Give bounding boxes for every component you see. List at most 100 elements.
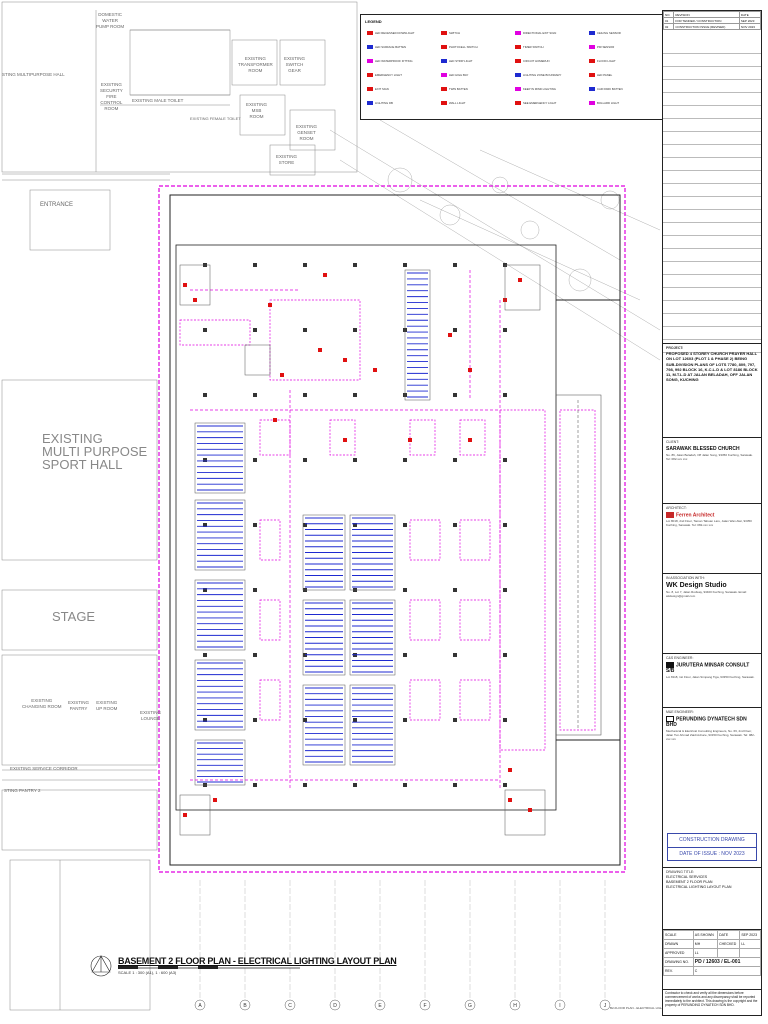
lighting-circuits [179, 270, 596, 790]
column [203, 393, 207, 397]
legend-symbol-icon [441, 59, 447, 64]
drawing-title-section: DRAWING TITLE: ELECTRICAL SERVICES BASEM… [663, 867, 761, 929]
circuit-path [409, 599, 441, 641]
column [353, 718, 357, 722]
column [253, 523, 257, 527]
legend-item: LED PANEL [589, 73, 612, 78]
column [503, 458, 507, 462]
column [353, 328, 357, 332]
blank-row [663, 106, 761, 119]
column [353, 393, 357, 397]
drawing-title-label: DRAWING TITLE: [666, 870, 695, 874]
parking-bays [194, 269, 431, 786]
revision-number: C [692, 966, 762, 976]
parking-block [404, 269, 431, 401]
circuit-path [259, 679, 281, 721]
legend-item: BOLLARD LIGHT [589, 101, 619, 106]
blank-row [663, 145, 761, 158]
legend-symbol-icon [441, 101, 447, 106]
project-section: PROJECT: PROPOSED 4 STOREY CHURCH PRAYER… [663, 343, 761, 433]
legend-label: PIR SENSOR [597, 45, 615, 49]
label-pump-room: DOMESTIC WATER PUMP ROOM [96, 12, 125, 29]
column [403, 523, 407, 527]
meta-cell: DATE [717, 930, 741, 940]
legend-item: SWITCH [441, 31, 460, 36]
legend-item: PIR SENSOR [589, 45, 615, 50]
blank-row [663, 340, 761, 353]
me-engineer-section: M&E ENGINEER: PERUNDING DYNATECH SDN BHD… [663, 707, 761, 833]
legend-symbol-icon [515, 73, 521, 78]
meta-cell: APPROVED [663, 948, 694, 958]
legend-symbol-icon [515, 45, 521, 50]
blank-row [663, 236, 761, 249]
column [253, 263, 257, 267]
legend-label: CAR PARK BATTEN [597, 87, 623, 91]
column [403, 263, 407, 267]
column [503, 328, 507, 332]
legend-item: LED HIGH BAY [441, 73, 468, 78]
gridline-bubble-icon [599, 999, 611, 1011]
blank-row [663, 223, 761, 236]
architect-logo-icon [666, 512, 674, 518]
column [353, 523, 357, 527]
column [253, 458, 257, 462]
label-store: EXISTING STORE [276, 154, 298, 165]
legend-label: TWIN BATTEN [449, 87, 468, 91]
legend-item: LIGHTING DB [367, 101, 393, 106]
drawing-title-line: BASEMENT 2 FLOOR PLAN [666, 880, 713, 884]
circuit-path [459, 419, 486, 456]
drawing-number: PD / 12603 / EL-001 [692, 957, 762, 967]
column [253, 588, 257, 592]
meta-cell: SCALE [663, 930, 694, 940]
legend-symbol-icon [441, 45, 447, 50]
circuit-path [259, 599, 281, 641]
legend-item: LIGHTING ZONE BOUNDARY [515, 73, 561, 78]
gridline-label: G [468, 1003, 472, 1009]
associate-address: No. 8, Lot 7, Jalan Rodway, 93400 Kuchin… [666, 590, 747, 598]
cs-engineer-name: JURUTERA MINSAR CONSULT S/B [666, 662, 750, 675]
legend-item: FLOOD LIGHT [589, 59, 616, 64]
drawing-notes: Contractor to check and verify all the d… [663, 989, 761, 1015]
gridline-bubble-icon [329, 999, 341, 1011]
emergency-light-icon [518, 278, 522, 282]
legend-label: CEILING SENSOR [597, 31, 621, 35]
sheet-footer: B2-FLOOR PLAN - ELECTRICAL LIGHTING LAYO… [610, 1006, 683, 1010]
legend-symbol-icon [515, 101, 521, 106]
meta-cell: AS SHOWN [692, 930, 719, 940]
legend-title: LEGEND [365, 19, 382, 24]
legend-symbol-icon [367, 87, 373, 92]
legend-label: FLOOD LIGHT [597, 59, 616, 63]
meta-cell: SEP 2023 [739, 930, 761, 940]
label-changing-room: EXISTING CHANGING ROOM [22, 698, 62, 709]
column [203, 718, 207, 722]
emergency-light-icon [508, 798, 512, 802]
me-engineer-logo-icon [666, 716, 674, 722]
blank-row [663, 158, 761, 171]
legend-item: SEE EMERGENCY LIGHT [515, 101, 556, 106]
column [303, 458, 307, 462]
emergency-light-icon [448, 333, 452, 337]
drawing-caption: BASEMENT 2 FLOOR PLAN - ELECTRICAL LIGHT… [118, 956, 397, 966]
column [503, 783, 507, 787]
gridline-label: I [559, 1003, 560, 1009]
ramp [555, 394, 602, 736]
blank-row [663, 249, 761, 262]
column [453, 653, 457, 657]
legend-symbol-icon [367, 101, 373, 106]
label-male-toilet: EXISTING MALE TOILET [132, 98, 184, 103]
blank-row [663, 80, 761, 93]
legend-symbol-icon [367, 31, 373, 36]
me-engineer-name: PERUNDING DYNATECH SDN BHD [666, 716, 747, 729]
revision-blank-rows [663, 41, 761, 353]
column [253, 783, 257, 787]
legend-label: CIRCUIT HOMERUN [523, 59, 550, 63]
cs-engineer-label: C&S ENGINEER: [666, 656, 694, 660]
emergency-light-icon [343, 358, 347, 362]
label-entrance: ENTRANCE [40, 202, 74, 208]
column [453, 783, 457, 787]
column [403, 653, 407, 657]
construction-stamp: CONSTRUCTION DRAWING DATE OF ISSUE : NOV… [667, 833, 757, 861]
emergency-light-icon [193, 298, 197, 302]
